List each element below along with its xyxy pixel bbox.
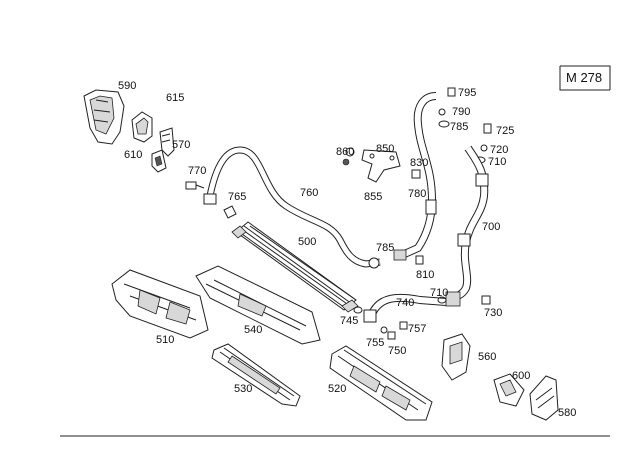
part-725-bolt (483, 123, 492, 134)
part-750-bolt (387, 331, 396, 340)
part-745-ring (353, 306, 363, 314)
label-785-lower: 785 (376, 242, 394, 254)
part-labels: 590 615 610 570 770 765 760 500 860 850 … (118, 80, 576, 419)
part-530-grille (211, 343, 301, 407)
part-850-bracket (361, 149, 401, 183)
label-710-upper: 710 (488, 156, 506, 168)
model-code: M 278 (566, 70, 602, 85)
label-755: 755 (366, 337, 384, 349)
label-795: 795 (458, 87, 476, 99)
label-850: 850 (376, 143, 394, 155)
label-830: 830 (410, 157, 428, 169)
label-560: 560 (478, 351, 496, 363)
part-610-bracket (151, 149, 167, 173)
part-540-panel (195, 265, 321, 345)
part-730-bolt (481, 295, 491, 305)
model-code-box: M 278 (559, 65, 611, 91)
label-725: 725 (496, 125, 514, 137)
label-530: 530 (234, 383, 252, 395)
part-830-bolt (411, 169, 421, 179)
part-510-shroud (111, 269, 209, 339)
part-810-bolt (415, 255, 424, 265)
label-745: 745 (340, 315, 358, 327)
part-600-bracket (493, 373, 525, 407)
label-730: 730 (484, 307, 502, 319)
part-615-cover (131, 111, 153, 143)
label-790: 790 (452, 106, 470, 118)
part-500-cooler (231, 221, 359, 313)
part-765-clip (223, 205, 237, 219)
part-560-bracket (441, 333, 471, 381)
label-750: 750 (388, 345, 406, 357)
label-700: 700 (482, 221, 500, 233)
label-770: 770 (188, 165, 206, 177)
label-740: 740 (396, 297, 414, 309)
part-590-bracket (83, 89, 125, 145)
label-500: 500 (298, 236, 316, 248)
part-795-bolt (447, 87, 456, 97)
part-757-bolt (399, 321, 408, 330)
label-615: 615 (166, 92, 184, 104)
label-810: 810 (416, 269, 434, 281)
part-860-bolt (342, 147, 355, 166)
part-720-seal (480, 144, 488, 152)
label-520: 520 (328, 383, 346, 395)
label-600: 600 (512, 370, 530, 382)
part-755-seal (380, 326, 388, 334)
part-520-grille (329, 345, 433, 421)
label-760: 760 (300, 187, 318, 199)
label-510: 510 (156, 334, 174, 346)
part-770-bolt (185, 181, 205, 190)
part-580-bracket (529, 375, 559, 421)
part-740-hose (363, 291, 461, 323)
label-570: 570 (172, 139, 190, 151)
label-785-upper: 785 (450, 121, 468, 133)
part-780-hose (393, 92, 437, 261)
part-785-ring (438, 120, 450, 128)
part-760-pipe (203, 146, 381, 269)
label-720: 720 (490, 144, 508, 156)
label-855: 855 (364, 191, 382, 203)
part-710-lower-ring (437, 296, 447, 304)
label-610: 610 (124, 149, 142, 161)
label-780: 780 (408, 188, 426, 200)
label-765: 765 (228, 191, 246, 203)
label-710-lower: 710 (430, 287, 448, 299)
label-590: 590 (118, 80, 136, 92)
part-790-seal (438, 108, 446, 116)
label-757: 757 (408, 323, 426, 335)
label-540: 540 (244, 324, 262, 336)
part-700-hose (445, 145, 489, 302)
part-570-bracket (159, 127, 175, 157)
label-860: 860 (336, 146, 354, 158)
label-580: 580 (558, 407, 576, 419)
